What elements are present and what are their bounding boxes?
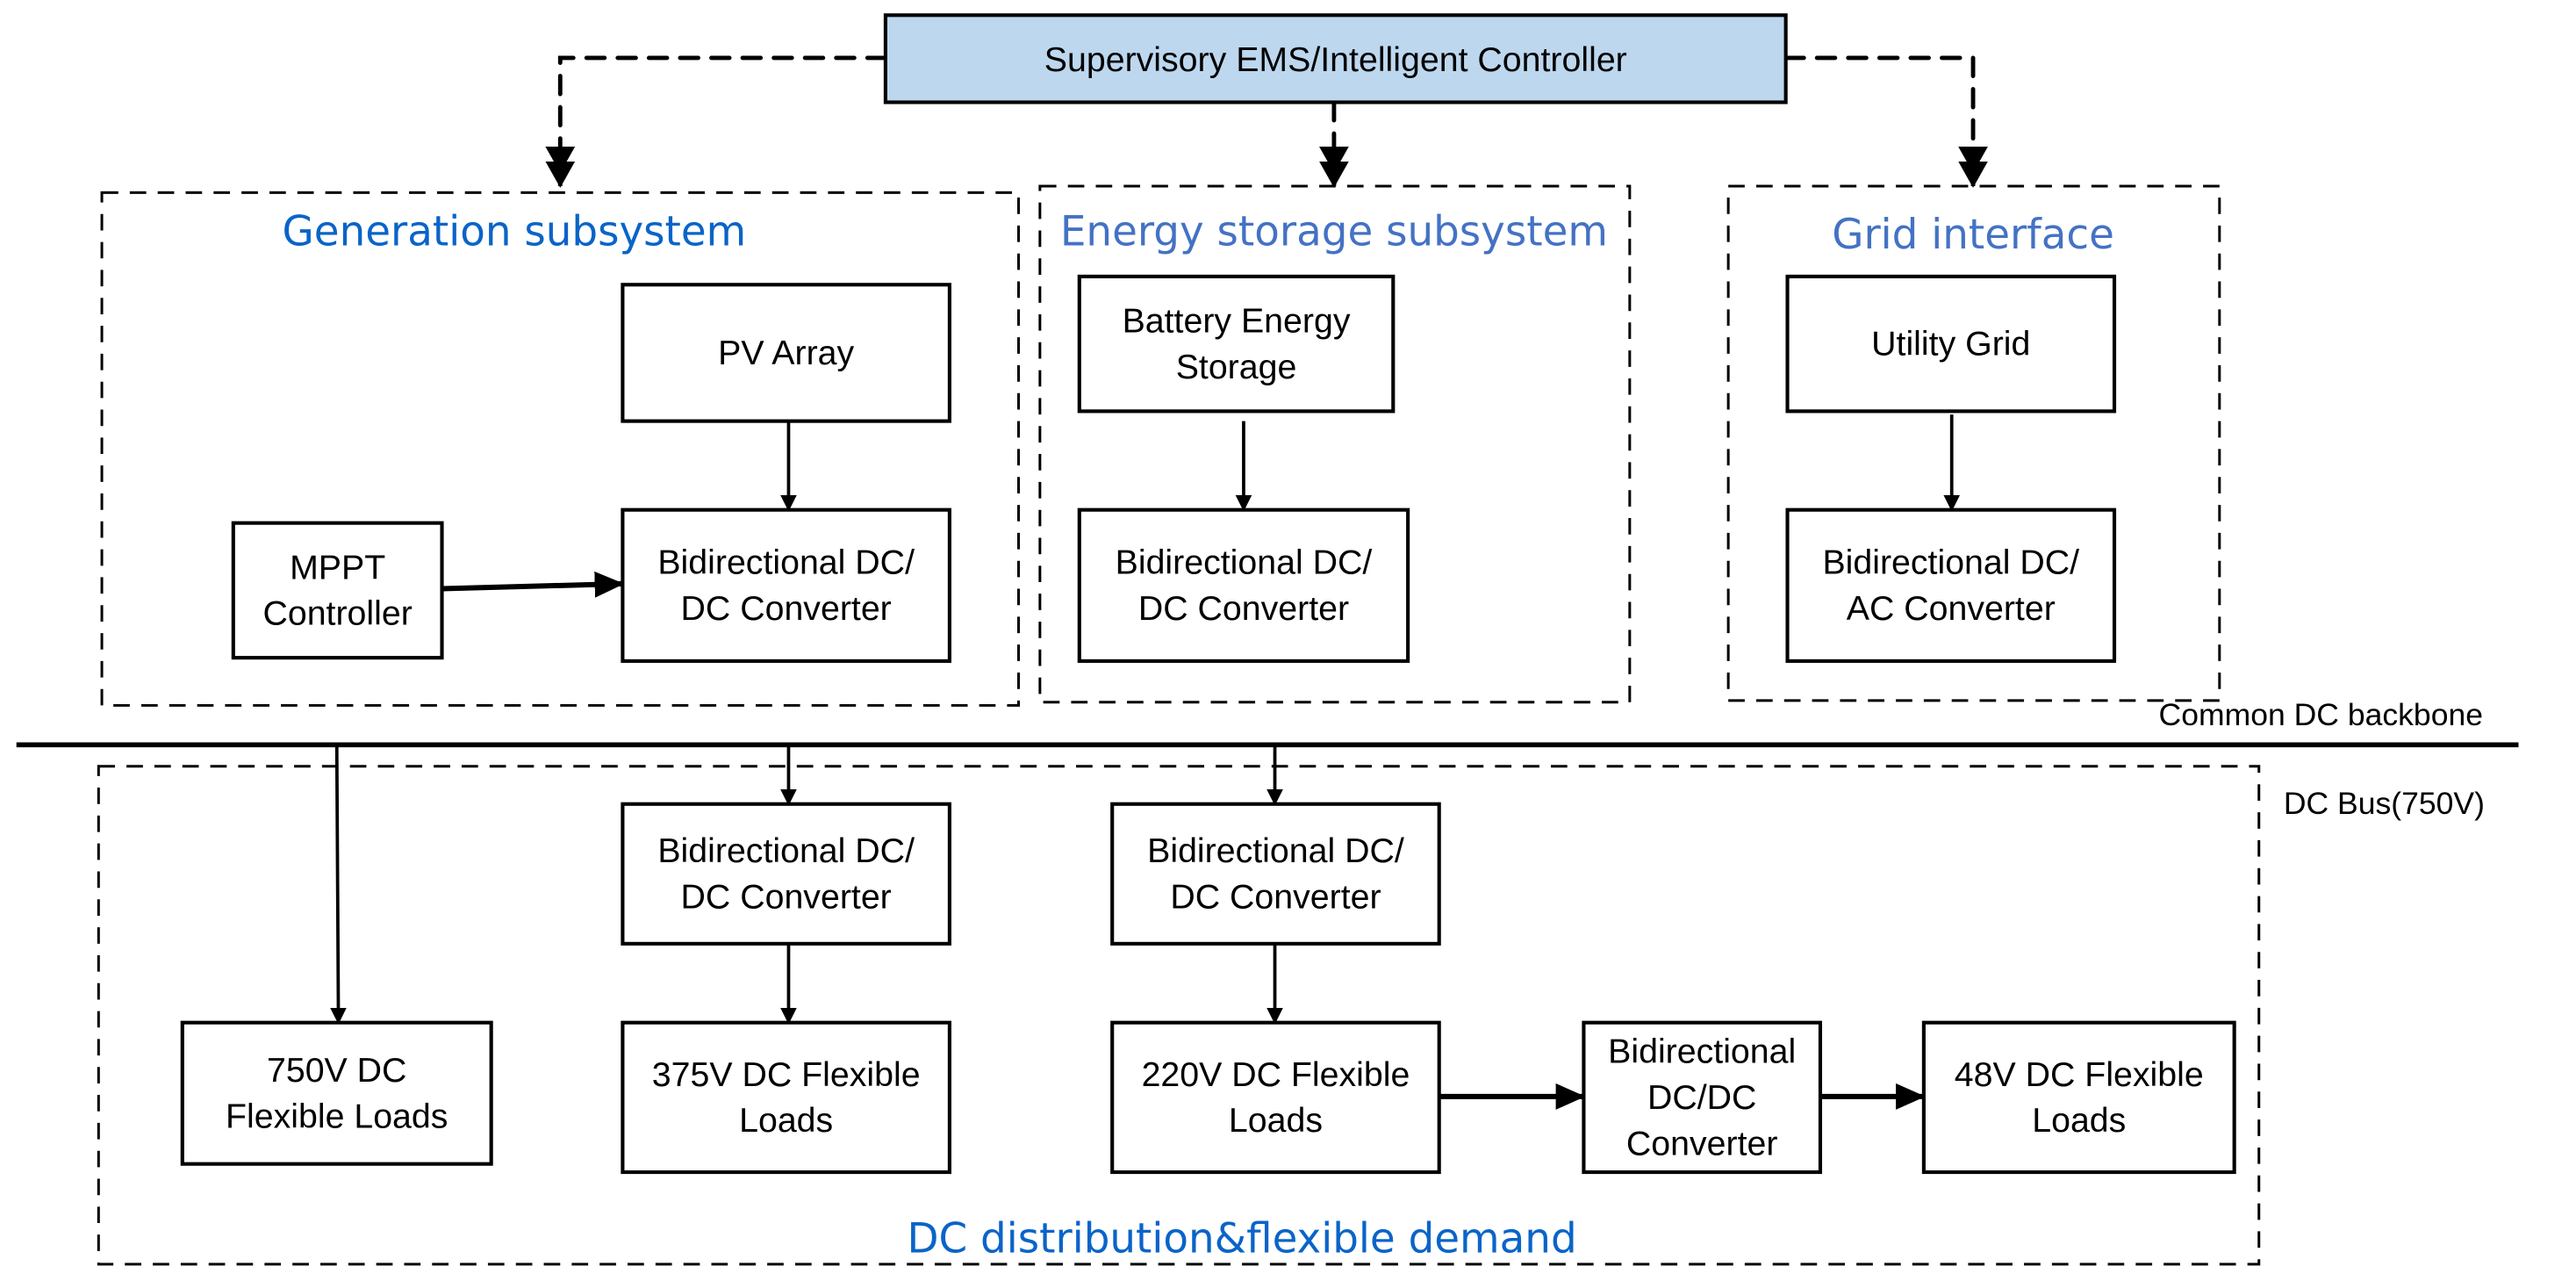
- node-label-line: Loads: [2032, 1101, 2126, 1140]
- node-label-line: Bidirectional: [1608, 1033, 1796, 1071]
- dist-converter-220-node[interactable]: Bidirectional DC/DC Converter: [1110, 802, 1441, 946]
- node-label-line: 220V DC Flexible: [1142, 1055, 1410, 1094]
- node-label-line: Bidirectional DC/: [1822, 543, 2079, 582]
- node-box: [180, 1020, 493, 1166]
- grid-converter-node[interactable]: Bidirectional DC/AC Converter: [1785, 507, 2117, 663]
- grid-interface-title: Grid interface: [1832, 212, 2114, 259]
- node-label-line: PV Array: [718, 334, 854, 372]
- node-label-line: 48V DC Flexible: [1955, 1055, 2204, 1094]
- node-box: [1921, 1020, 2236, 1175]
- gen-converter-node[interactable]: Bidirectional DC/DC Converter: [621, 507, 951, 663]
- node-label-line: DC Converter: [681, 589, 892, 628]
- dc-distribution-group: [97, 765, 2261, 1266]
- node-label-line: DC Converter: [681, 878, 892, 917]
- arrow-bus-to-750v-load: [330, 745, 347, 1025]
- node-box: [621, 507, 951, 663]
- control-line-grid: [1783, 55, 1988, 174]
- node-label-line: Controller: [262, 594, 412, 633]
- node-label-line: DC Converter: [1170, 878, 1381, 917]
- node-label-line: 375V DC Flexible: [652, 1055, 921, 1094]
- ems-controller-node[interactable]: Supervisory EMS/Intelligent Controller: [883, 13, 1788, 104]
- load-750v-node[interactable]: 750V DC Flexible Loads: [180, 1020, 493, 1166]
- node-box: [1110, 802, 1441, 946]
- energy-storage-subsystem-title: Energy storage subsystem: [1060, 208, 1608, 255]
- node-label-line: Bidirectional DC/: [1147, 831, 1404, 870]
- node-label-line: Flexible Loads: [226, 1097, 448, 1135]
- storage-converter-node[interactable]: Bidirectional DC/DC Converter: [1077, 507, 1410, 663]
- node-label-line: Loads: [1229, 1101, 1323, 1140]
- node-box: [1077, 507, 1410, 663]
- node-box: [1785, 274, 2117, 414]
- node-box: [1110, 1020, 1441, 1175]
- pv-array-node[interactable]: PV Array: [621, 283, 951, 423]
- node-label-line: 750V DC: [267, 1051, 406, 1090]
- node-label-line: DC Converter: [1138, 589, 1349, 628]
- node-label-line: Storage: [1176, 348, 1297, 386]
- node-box: [621, 283, 951, 423]
- node-label-line: Battery Energy: [1123, 302, 1351, 341]
- generation-subsystem-title: Generation subsystem: [283, 208, 747, 255]
- utility-grid-node[interactable]: Utility Grid: [1785, 274, 2117, 414]
- node-box: [1077, 274, 1396, 414]
- node-label-line: Bidirectional DC/: [657, 543, 915, 582]
- dc-bus-voltage-label: DC Bus(750V): [2284, 786, 2485, 821]
- node-box: [621, 1020, 951, 1175]
- mppt-controller-node[interactable]: MPPT Controller: [231, 521, 444, 660]
- node-label-line: Utility Grid: [1871, 325, 2030, 363]
- common-dc-backbone-label: Common DC backbone: [2159, 697, 2483, 732]
- control-line-generation: [545, 55, 888, 174]
- node-label-line: DC/DC: [1647, 1078, 1756, 1117]
- arrow-mppt-to-converter: [441, 571, 625, 598]
- dc-distribution-title: DC distribution&flexible demand: [908, 1216, 1577, 1263]
- node-box: [231, 521, 444, 660]
- node-box: [621, 802, 951, 946]
- dist-converter-375-node[interactable]: Bidirectional DC/DC Converter: [621, 802, 951, 946]
- node-label-line: Bidirectional DC/: [657, 831, 915, 870]
- node-label-line: Converter: [1626, 1124, 1778, 1162]
- node-label-line: Loads: [739, 1101, 833, 1140]
- node-label-line: AC Converter: [1847, 589, 2056, 628]
- node-label-line: MPPT: [290, 548, 385, 587]
- node-box: [1785, 507, 2117, 663]
- ems-controller-label: Supervisory EMS/Intelligent Controller: [1044, 40, 1627, 79]
- node-label-line: Bidirectional DC/: [1116, 543, 1373, 582]
